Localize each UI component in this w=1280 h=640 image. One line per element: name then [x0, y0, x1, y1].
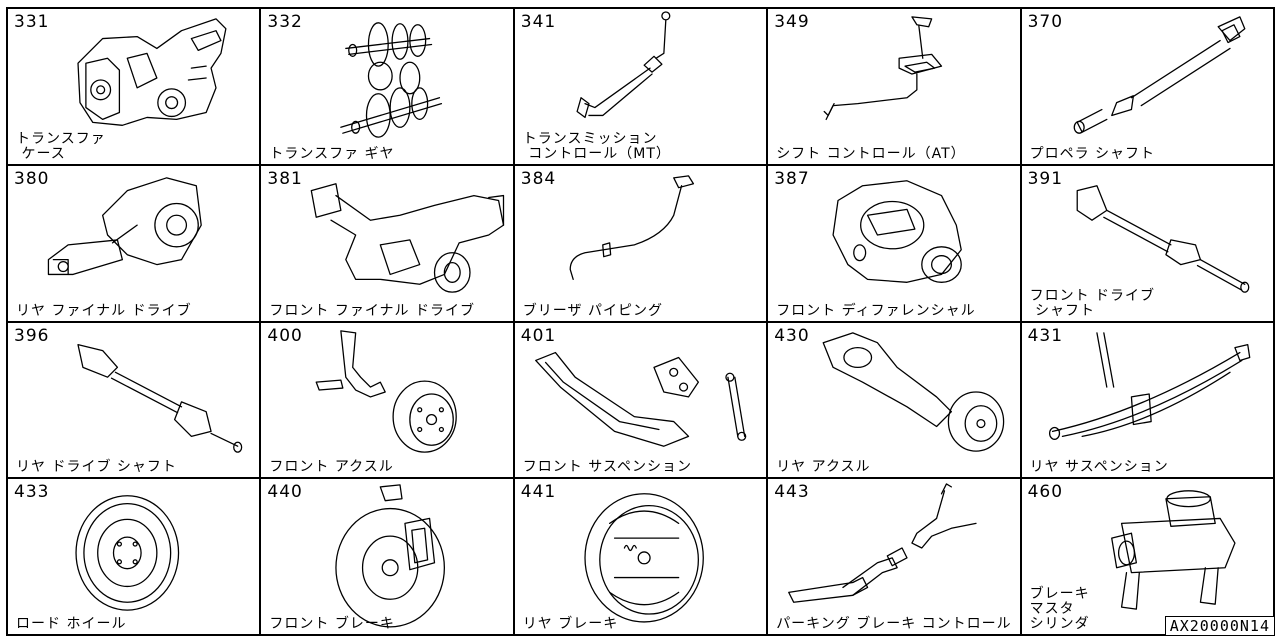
part-name: フロント サスペンション — [522, 459, 692, 476]
at-shift-lever-icon — [823, 16, 943, 121]
part-number: 387 — [774, 168, 810, 189]
part-cell-387[interactable]: 387 フロント ディファレンシャル — [768, 165, 1022, 323]
knuckle-and-hub-icon — [315, 329, 458, 453]
part-name: リヤ サスペンション — [1029, 459, 1169, 476]
part-cell-391[interactable]: 391 フロント ドライブ シャフト — [1021, 165, 1275, 323]
leaf-spring-icon — [1048, 331, 1250, 440]
crossmember-and-shock-icon — [534, 351, 747, 447]
part-cell-381[interactable]: 381 フロント ファイナル ドライブ — [261, 165, 515, 323]
part-number: 401 — [520, 325, 557, 346]
part-number: 391 — [1027, 168, 1064, 189]
part-number: 341 — [520, 12, 557, 32]
part-name: ロード ホイール — [16, 616, 127, 632]
part-name: フロント アクスル — [269, 459, 394, 476]
part-number: 381 — [267, 168, 303, 189]
part-number: 430 — [774, 325, 810, 346]
part-name: トランスファ ケース — [16, 130, 106, 162]
part-cell-396[interactable]: 396 リヤ ドライブ シャフト — [8, 322, 262, 480]
part-name: トランスファ ギヤ — [269, 145, 395, 162]
part-cell-441[interactable]: 441 リヤ ブレーキ — [514, 479, 769, 636]
part-number: 384 — [520, 168, 557, 189]
part-name: リヤ ブレーキ — [522, 616, 619, 632]
part-number: 380 — [14, 168, 50, 189]
part-number: 349 — [774, 12, 810, 32]
part-number: 460 — [1027, 482, 1064, 503]
part-number: 433 — [14, 482, 50, 503]
part-cell-430[interactable]: 430 リヤ アクスル — [768, 322, 1022, 480]
part-name: リヤ アクスル — [776, 459, 871, 476]
differential-case-icon — [832, 179, 963, 283]
front-differential-housing-icon — [311, 182, 505, 293]
part-number: 440 — [267, 482, 303, 503]
part-name: ブリーザ パイピング — [522, 302, 663, 319]
part-name: フロント ドライブ シャフト — [1029, 287, 1156, 319]
part-cell-433[interactable]: 433 ロード ホイール — [8, 479, 262, 636]
part-cell-400[interactable]: 400 フロント アクスル — [261, 322, 515, 480]
trailing-arm-hub-icon — [822, 331, 1005, 452]
rear-differential-icon — [47, 176, 202, 275]
part-name: リヤ ファイナル ドライブ — [16, 302, 192, 319]
part-name: パーキング ブレーキ コントロール — [776, 616, 1012, 632]
part-number: 441 — [520, 482, 557, 503]
part-cell-380[interactable]: 380 リヤ ファイナル ドライブ — [8, 165, 262, 323]
part-number: 331 — [14, 12, 50, 32]
part-cell-431[interactable]: 431 リヤ サスペンション — [1021, 322, 1275, 480]
parts-index-grid: 331 トランスファ ケース 332 トランスファ ギヤ 341 トランスミッシ… — [6, 7, 1275, 636]
part-number: 400 — [267, 325, 303, 346]
drum-brake-icon — [584, 493, 704, 623]
parking-brake-lever-icon — [788, 483, 977, 604]
part-cell-331[interactable]: 331 トランスファ ケース — [8, 9, 262, 166]
propeller-shaft-icon — [1073, 16, 1246, 134]
rear-drive-shaft-icon — [77, 343, 243, 453]
part-cell-401[interactable]: 401 フロント サスペンション — [514, 322, 769, 480]
part-number: 396 — [14, 325, 50, 346]
part-name: フロント ディファレンシャル — [776, 302, 976, 319]
part-cell-332[interactable]: 332 トランスファ ギヤ — [261, 9, 515, 166]
disc-brake-icon — [335, 484, 446, 628]
part-name: シフト コントロール（AT） — [776, 145, 966, 162]
part-number: 443 — [774, 482, 810, 503]
part-name: フロント ファイナル ドライブ — [269, 302, 476, 319]
part-name: トランスミッション コントロール（MT） — [522, 130, 671, 162]
part-name: リヤ ドライブ シャフト — [16, 459, 177, 476]
transfer-gears-icon — [340, 22, 443, 138]
part-cell-384[interactable]: 384 ブリーザ パイピング — [514, 165, 769, 323]
part-cell-440[interactable]: 440 フロント ブレーキ — [261, 479, 515, 636]
part-cell-349[interactable]: 349 シフト コントロール（AT） — [768, 9, 1022, 166]
breather-pipe-icon — [569, 174, 694, 280]
part-number: 431 — [1027, 325, 1064, 346]
part-cell-443[interactable]: 443 パーキング ブレーキ コントロール — [768, 479, 1022, 636]
part-name: プロペラ シャフト — [1029, 145, 1156, 162]
part-cell-341[interactable]: 341 トランスミッション コントロール（MT） — [514, 9, 769, 166]
part-name: フロント ブレーキ — [269, 616, 395, 632]
part-cell-460[interactable]: 460 ブレーキ マスタ シリンダ — [1021, 479, 1275, 636]
catalog-code-label: AX20000N14 — [1164, 616, 1275, 636]
part-number: 332 — [267, 12, 303, 32]
part-name: ブレーキ マスタ シリンダ — [1029, 586, 1090, 632]
part-cell-370[interactable]: 370 プロペラ シャフト — [1021, 9, 1275, 166]
wheel-icon — [75, 495, 180, 611]
part-number: 370 — [1027, 12, 1064, 32]
